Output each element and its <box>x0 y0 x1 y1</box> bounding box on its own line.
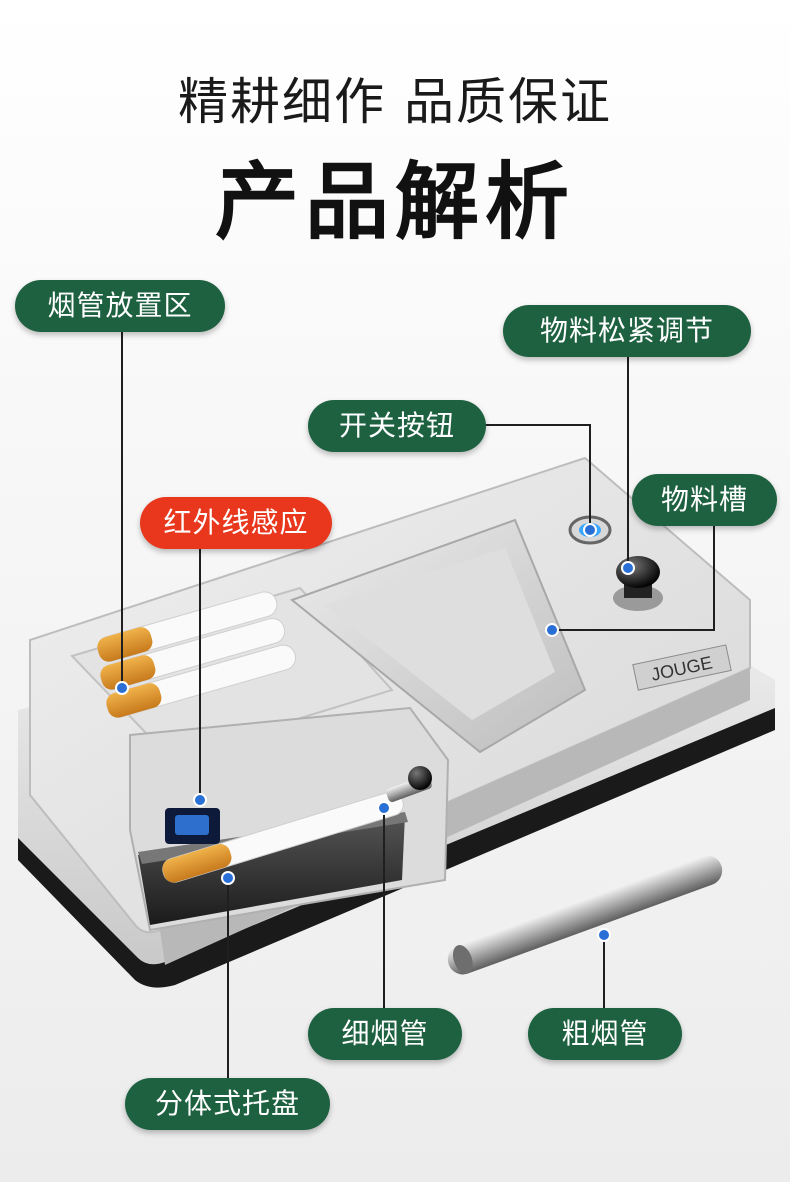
cigarette-group <box>97 591 296 718</box>
label-thin-tube: 细烟管 <box>308 1008 462 1060</box>
label-split-tray: 分体式托盘 <box>125 1078 330 1130</box>
label-infrared-sensor: 红外线感应 <box>140 497 332 549</box>
label-material-adjust: 物料松紧调节 <box>503 305 751 357</box>
label-switch-button: 开关按钮 <box>308 400 486 452</box>
dot-thin-tube <box>377 801 391 815</box>
brand-plate <box>632 644 732 691</box>
page-title: 产品解析 <box>214 153 575 251</box>
thick-tube <box>447 855 723 975</box>
dot-split-tray <box>221 871 235 885</box>
dot-infrared <box>193 793 207 807</box>
funnel-inner <box>325 548 555 720</box>
page-subtitle: 精耕细作 品质保证 <box>178 73 612 131</box>
thin-tube-knob <box>408 766 432 790</box>
dot-switch <box>583 523 597 537</box>
dot-material-adjust <box>621 561 635 575</box>
split-tray-body <box>138 815 405 925</box>
label-tube-area: 烟管放置区 <box>15 280 225 332</box>
infrared-glow <box>175 815 209 835</box>
connector-switch <box>485 424 591 528</box>
cigarette-filter <box>100 655 156 690</box>
dot-material-slot <box>545 623 559 637</box>
dot-tube-area <box>115 681 129 695</box>
dot-thick-tube <box>597 928 611 942</box>
cigarette-filter <box>97 627 153 662</box>
label-thick-tube: 粗烟管 <box>528 1008 682 1060</box>
label-material-slot: 物料槽 <box>632 474 777 526</box>
tray-cigarette-filter <box>162 844 232 883</box>
connector-material-slot <box>552 525 715 631</box>
